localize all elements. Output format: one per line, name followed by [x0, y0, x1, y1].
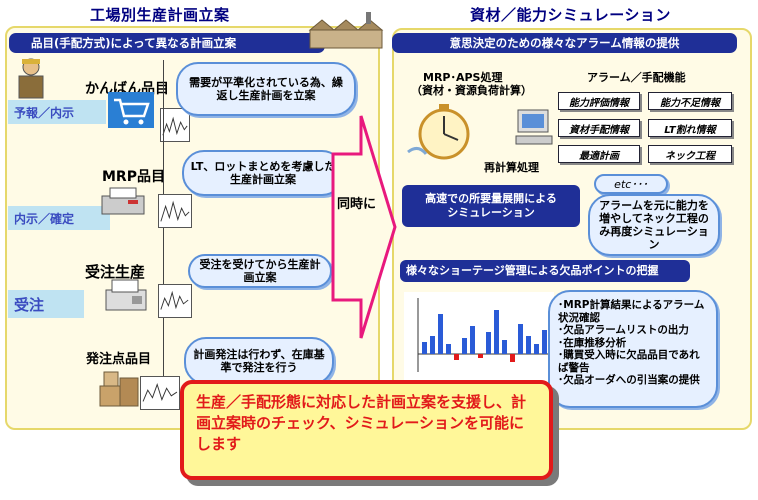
right-header-bar: 意思決定のための様々なアラーム情報の提供	[392, 33, 737, 53]
illustration-bar	[470, 326, 475, 354]
order-item-label: 受注生産	[85, 263, 146, 281]
alarm-tag-material-order: 資材手配情報	[558, 119, 640, 137]
illustration-bar	[510, 354, 515, 362]
order-note-cloud: 受注を受けてから生産計画立案	[188, 254, 332, 288]
left-section-title: 工場別生産計画立案	[90, 6, 230, 24]
boxes-icon	[99, 371, 139, 407]
kanban-spark-graph	[160, 108, 190, 142]
recalculation-label: 再計算処理	[484, 161, 539, 174]
shortage-box: 様々なショーテージ管理による欠品ポイントの把握	[400, 260, 690, 282]
illustration-bar	[518, 324, 523, 354]
illustration-bar	[430, 336, 435, 354]
illustration-bar	[494, 310, 499, 354]
illustration-bar	[422, 342, 427, 354]
factory-icon	[308, 12, 384, 49]
reorder-note-cloud: 計画発注は行わず、在庫基準で発注を行う	[184, 337, 334, 385]
shortage-bar-chart	[404, 292, 554, 382]
mrp-note-cloud: LT、ロットまとめを考慮した生産計画立案	[182, 150, 344, 196]
etc-cloud: etc･･･	[594, 174, 668, 194]
confirm-input-tag: 内示／確定	[8, 206, 110, 230]
result-list-cloud: ･MRP計算結果によるアラーム状況確認 ･欠品アラームリストの出力 ･在庫推移分…	[548, 290, 718, 408]
illustration-bar	[478, 354, 483, 358]
alarm-tag-bottleneck: ネック工程	[648, 145, 732, 163]
worker-icon	[18, 58, 44, 99]
illustration-bar	[526, 336, 531, 354]
left-header-bar: 品目(手配方式)によって異なる計画立案	[9, 33, 325, 53]
order-input-tag: 受注	[8, 290, 84, 318]
alarm-tag-optimal-plan: 最適計画	[558, 145, 640, 163]
illustration-bar	[446, 344, 451, 354]
illustration-bar	[534, 344, 539, 354]
simulation-box: 高速での所要量展開による シミュレーション	[402, 185, 580, 227]
reorder-spark-graph	[140, 376, 180, 410]
illustration-bar	[462, 338, 467, 354]
illustration-bar	[438, 314, 443, 354]
simultaneous-arrow	[331, 115, 397, 339]
alarm-function-title: アラーム／手配機能	[587, 71, 686, 84]
simultaneous-label: 同時に	[337, 197, 377, 212]
computer-icon	[515, 109, 553, 145]
mrp-aps-subtitle: （資材・資源負荷計算）	[411, 84, 532, 97]
alarm-tag-capacity-eval: 能力評価情報	[558, 92, 640, 110]
order-spark-graph	[158, 284, 192, 318]
alarm-tag-lt-break: LT割れ情報	[648, 119, 732, 137]
fax-icon	[105, 279, 147, 311]
illustration-bar	[502, 340, 507, 354]
right-section-title: 資材／能力シミュレーション	[470, 6, 671, 24]
alarm-tag-capacity-shortage: 能力不足情報	[648, 92, 732, 110]
alarm-note-cloud: アラームを元に能力を増やしてネック工程のみ再度シミュレーション	[588, 194, 720, 256]
forecast-input-tag: 予報／内示	[8, 100, 106, 124]
shopping-cart-icon	[108, 92, 154, 128]
mrp-spark-graph	[158, 194, 192, 228]
kanban-note-cloud: 需要が平準化されている為、繰返し生産計画を立案	[176, 62, 356, 116]
mrp-item-label: MRP品目	[102, 169, 165, 185]
illustration-bar	[542, 330, 547, 354]
illustration-bar	[486, 332, 491, 354]
mrp-aps-title: MRP･APS処理	[423, 71, 503, 84]
illustration-bar	[454, 354, 459, 360]
printer-icon	[101, 187, 145, 215]
stopwatch-icon	[407, 104, 470, 160]
summary-callout: 生産／手配形態に対応した計画立案を支援し、計画立案時のチェック、シミュレーション…	[180, 380, 553, 480]
reorder-item-label: 発注点品目	[86, 352, 152, 367]
